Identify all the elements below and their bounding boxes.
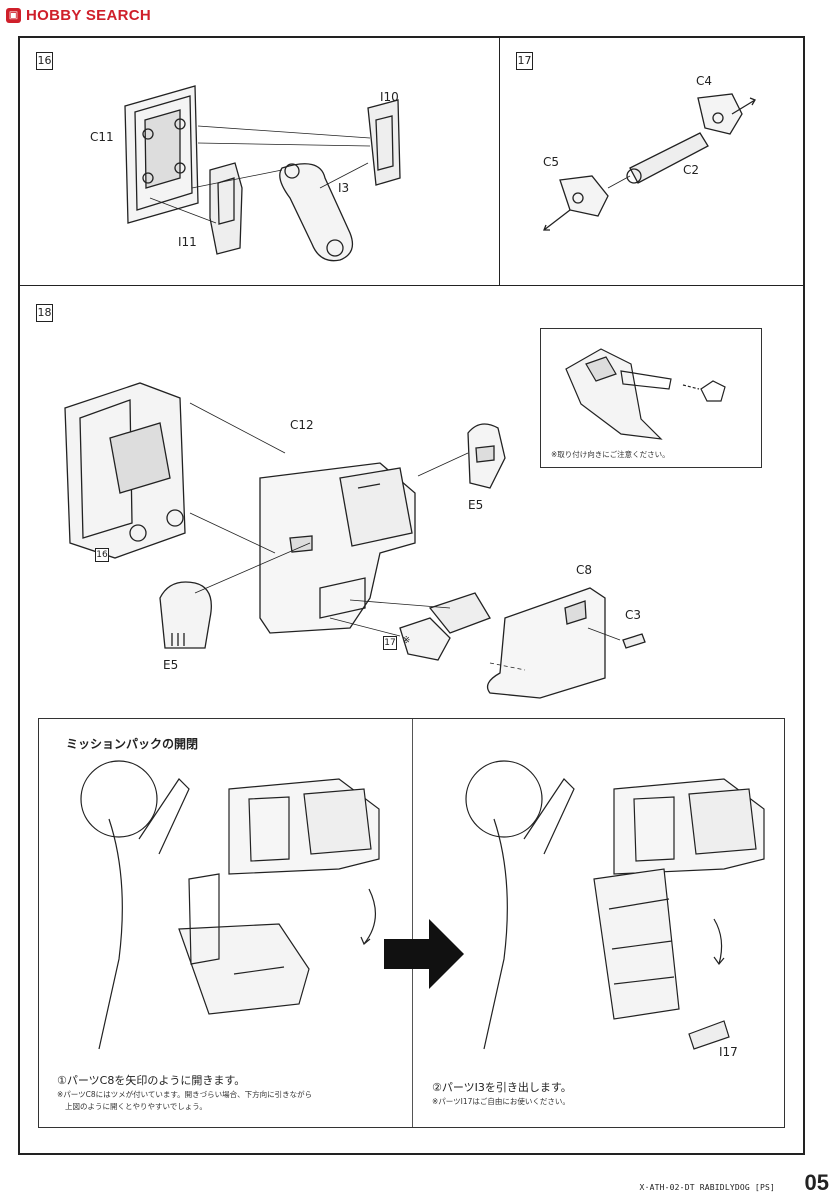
step-number: 17 xyxy=(516,52,533,70)
part-label-e5-left: E5 xyxy=(163,658,179,672)
camera-icon: ▣ xyxy=(6,7,21,23)
instruction-frame: 16 xyxy=(18,36,805,1155)
left-subnote-line2: 上図のように開くとやりやすいでしょう。 xyxy=(65,1102,207,1111)
ref-step-16: 16 xyxy=(95,548,109,562)
right-subnote: ※パーツI17はご自由にお使いください。 xyxy=(432,1097,570,1106)
page-number: 05 xyxy=(804,1170,829,1195)
step-16-illustration xyxy=(20,38,500,286)
step-number: 16 xyxy=(36,52,53,70)
part-label-i10: I10 xyxy=(380,90,399,104)
mission-pack-title: ミッションパックの開閉 xyxy=(66,737,199,751)
footer-title: X·ATH-02-DT RABIDLYDOG [PS] xyxy=(639,1183,775,1192)
step-16-panel: 16 xyxy=(20,38,500,286)
part-label-i3: I3 xyxy=(338,181,350,195)
part-label-e5-right: E5 xyxy=(468,498,484,512)
watermark-text: HOBBY SEARCH xyxy=(26,6,152,24)
inset-note: ※取り付け向きにご注意ください。 xyxy=(551,450,670,459)
part-label-c2: C2 xyxy=(683,163,700,177)
panel-divider xyxy=(412,719,413,1127)
right-caption: ②パーツI3を引き出します。 xyxy=(432,1081,572,1094)
left-caption: ①パーツC8を矢印のように開きます。 xyxy=(57,1074,246,1087)
part-label-c12: C12 xyxy=(290,418,314,432)
left-subnote-line1: ※パーツC8にはツメが付いています。開きづらい場合、下方向に引きながら xyxy=(57,1090,313,1099)
ref-step-17: 17 xyxy=(383,636,397,650)
part-label-c11: C11 xyxy=(90,130,114,144)
step-17-illustration xyxy=(500,38,803,286)
step-17-panel: 17 C4 C5 C2 xyxy=(500,38,803,286)
mission-pack-panel: ミッションパックの開閉 xyxy=(38,718,785,1128)
inset-detail-box: ※取り付け向きにご注意ください。 xyxy=(540,328,762,468)
inset-illustration xyxy=(541,329,763,469)
part-label-i11: I11 xyxy=(178,235,197,249)
part-label-c5: C5 xyxy=(543,155,560,169)
step-18-illustration xyxy=(20,288,803,708)
ref-step-17-mark: ※ xyxy=(402,635,411,646)
part-label-c8: C8 xyxy=(576,563,593,577)
part-label-c3: C3 xyxy=(625,608,642,622)
step-number: 18 xyxy=(36,304,53,322)
watermark: ▣ HOBBY SEARCH xyxy=(6,5,151,25)
part-label-c4: C4 xyxy=(696,74,713,88)
part-label-i17: I17 xyxy=(719,1045,738,1059)
mission-pack-before-illustration xyxy=(79,759,379,1059)
mission-pack-after-illustration xyxy=(464,759,764,1059)
direction-arrow xyxy=(384,919,464,989)
